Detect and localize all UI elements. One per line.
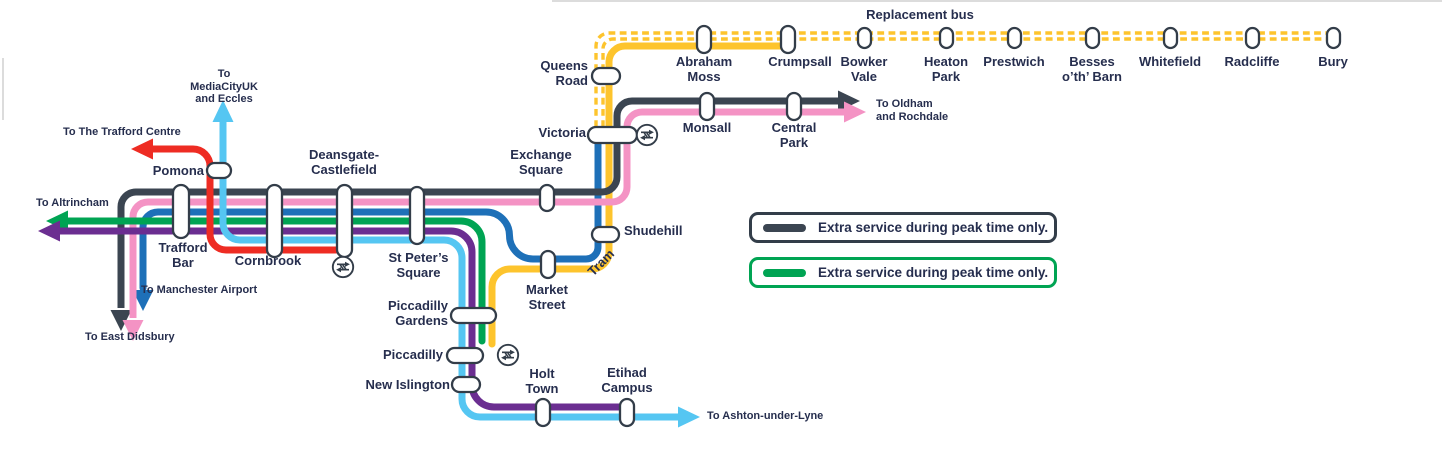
light-blue-arrow-to-mediacity [212,100,234,122]
station-label-market-street: Market Street [526,282,568,313]
station-marker-besses [1084,26,1101,50]
station-marker-deansgate [335,183,354,259]
station-label-piccadilly-gardens: Piccadilly Gardens [388,298,448,329]
station-label-exchange-square: Exchange Square [510,147,572,178]
station-label-monsall: Monsall [682,120,732,135]
station-label-shudehill: Shudehill [624,223,683,238]
yellow-line-path [488,42,796,348]
station-label-st-peters: St Peter’s Square [388,250,449,281]
destination-label-oldham-rochdale: To Oldham and Rochdale [876,98,949,123]
station-label-cornbrook: Cornbrook [234,253,302,268]
station-marker-trafford-bar [171,183,191,240]
station-label-abraham-moss: Abraham Moss [675,54,733,85]
station-marker-new-islington [450,375,482,394]
station-label-crumpsall: Crumpsall [768,54,832,69]
station-marker-heaton-park [938,26,955,50]
dark-peak-line-path [117,97,838,308]
dark-arrow-south [110,310,132,331]
station-label-queens-road: Queens Road [540,58,588,89]
station-label-trafford-bar: Trafford Bar [158,240,208,271]
destination-label-altrincham: To Altrincham [36,197,109,209]
station-marker-pomona [205,161,233,180]
page-edge-left [2,58,4,120]
station-marker-piccadilly [445,346,485,365]
station-marker-prestwich [1006,26,1023,50]
station-label-heaton-park: Heaton Park [923,54,969,85]
red-arrow-to-trafford-centre [131,138,153,160]
station-label-holt-town: Holt Town [525,366,559,397]
replacement-bus-dashed-line-inner [601,37,1333,127]
station-label-etihad-campus: Etihad Campus [601,365,653,396]
station-marker-central-park [785,91,803,122]
station-marker-bury [1325,26,1342,50]
station-marker-market-street [539,249,557,280]
station-marker-cornbrook [265,183,284,259]
national-rail-icon-piccadilly [496,343,520,367]
light-blue-arrow-to-ashton [678,406,700,428]
legend-peak-dark: Extra service during peak time only. [749,212,1057,243]
green-peak-line-path [62,217,486,345]
station-marker-etihad-campus [618,397,636,428]
national-rail-icon-victoria [635,123,659,147]
station-label-radcliffe: Radcliffe [1224,54,1280,69]
station-label-new-islington: New Islington [365,377,451,392]
station-label-central-park: Central Park [771,120,817,151]
station-marker-exchange-square [538,183,556,213]
legend-peak-green: Extra service during peak time only. [749,257,1057,288]
legend-label-dark: Extra service during peak time only. [818,220,1049,235]
national-rail-icon-deansgate [331,255,355,279]
red-line-path [147,145,343,254]
light-blue-line-path [219,120,678,421]
blue-arrow-to-airport [132,290,154,311]
destination-label-mediacity-eccles: To MediaCityUK and Eccles [190,68,258,106]
legend-label-green: Extra service during peak time only. [818,265,1049,280]
station-marker-victoria [586,125,639,145]
station-label-whitefield: Whitefield [1138,54,1202,69]
station-marker-st-peters [408,185,426,246]
station-label-besses: Besses o’th’ Barn [1062,54,1122,85]
station-label-bury: Bury [1318,54,1348,69]
destination-label-ashton: To Ashton-under-Lyne [707,410,824,422]
station-marker-holt-town [534,397,552,428]
station-marker-crumpsall [779,24,797,55]
station-label-victoria: Victoria [538,125,586,140]
replacement-bus-title: Replacement bus [866,7,974,22]
station-marker-abraham-moss [695,24,713,55]
station-label-prestwich: Prestwich [983,54,1045,69]
station-label-piccadilly: Piccadilly [383,347,443,362]
dark-arrow-to-oldham [838,90,860,112]
replacement-bus-dashed-line-outer [594,31,1333,127]
page-edge-top [552,0,1442,2]
pink-arrow-to-rochdale [844,101,866,123]
destination-label-trafford-centre: To The Trafford Centre [63,126,181,138]
legend-swatch-dark [763,223,806,232]
station-marker-whitefield [1162,26,1179,50]
station-label-deansgate: Deansgate- Castlefield [308,147,380,178]
green-arrow-to-altrincham [46,210,68,232]
station-label-pomona: Pomona [152,163,204,178]
station-label-bowker-vale: Bowker Vale [840,54,888,85]
station-marker-monsall [698,91,716,122]
station-marker-bowker-vale [856,26,873,50]
blue-line-path [139,131,602,292]
pink-arrow-to-east-didsbury [122,320,144,341]
destination-label-east-didsbury: To East Didsbury [85,331,175,343]
station-marker-queens-road [590,66,622,86]
pink-line-path [129,108,844,318]
legend-swatch-green [763,268,806,277]
destination-label-manchester-airport: To Manchester Airport [141,284,258,296]
station-marker-radcliffe [1244,26,1261,50]
station-marker-shudehill [590,225,621,244]
purple-arrow-to-altrincham [38,220,60,242]
station-marker-piccadilly-gardens [449,306,498,325]
